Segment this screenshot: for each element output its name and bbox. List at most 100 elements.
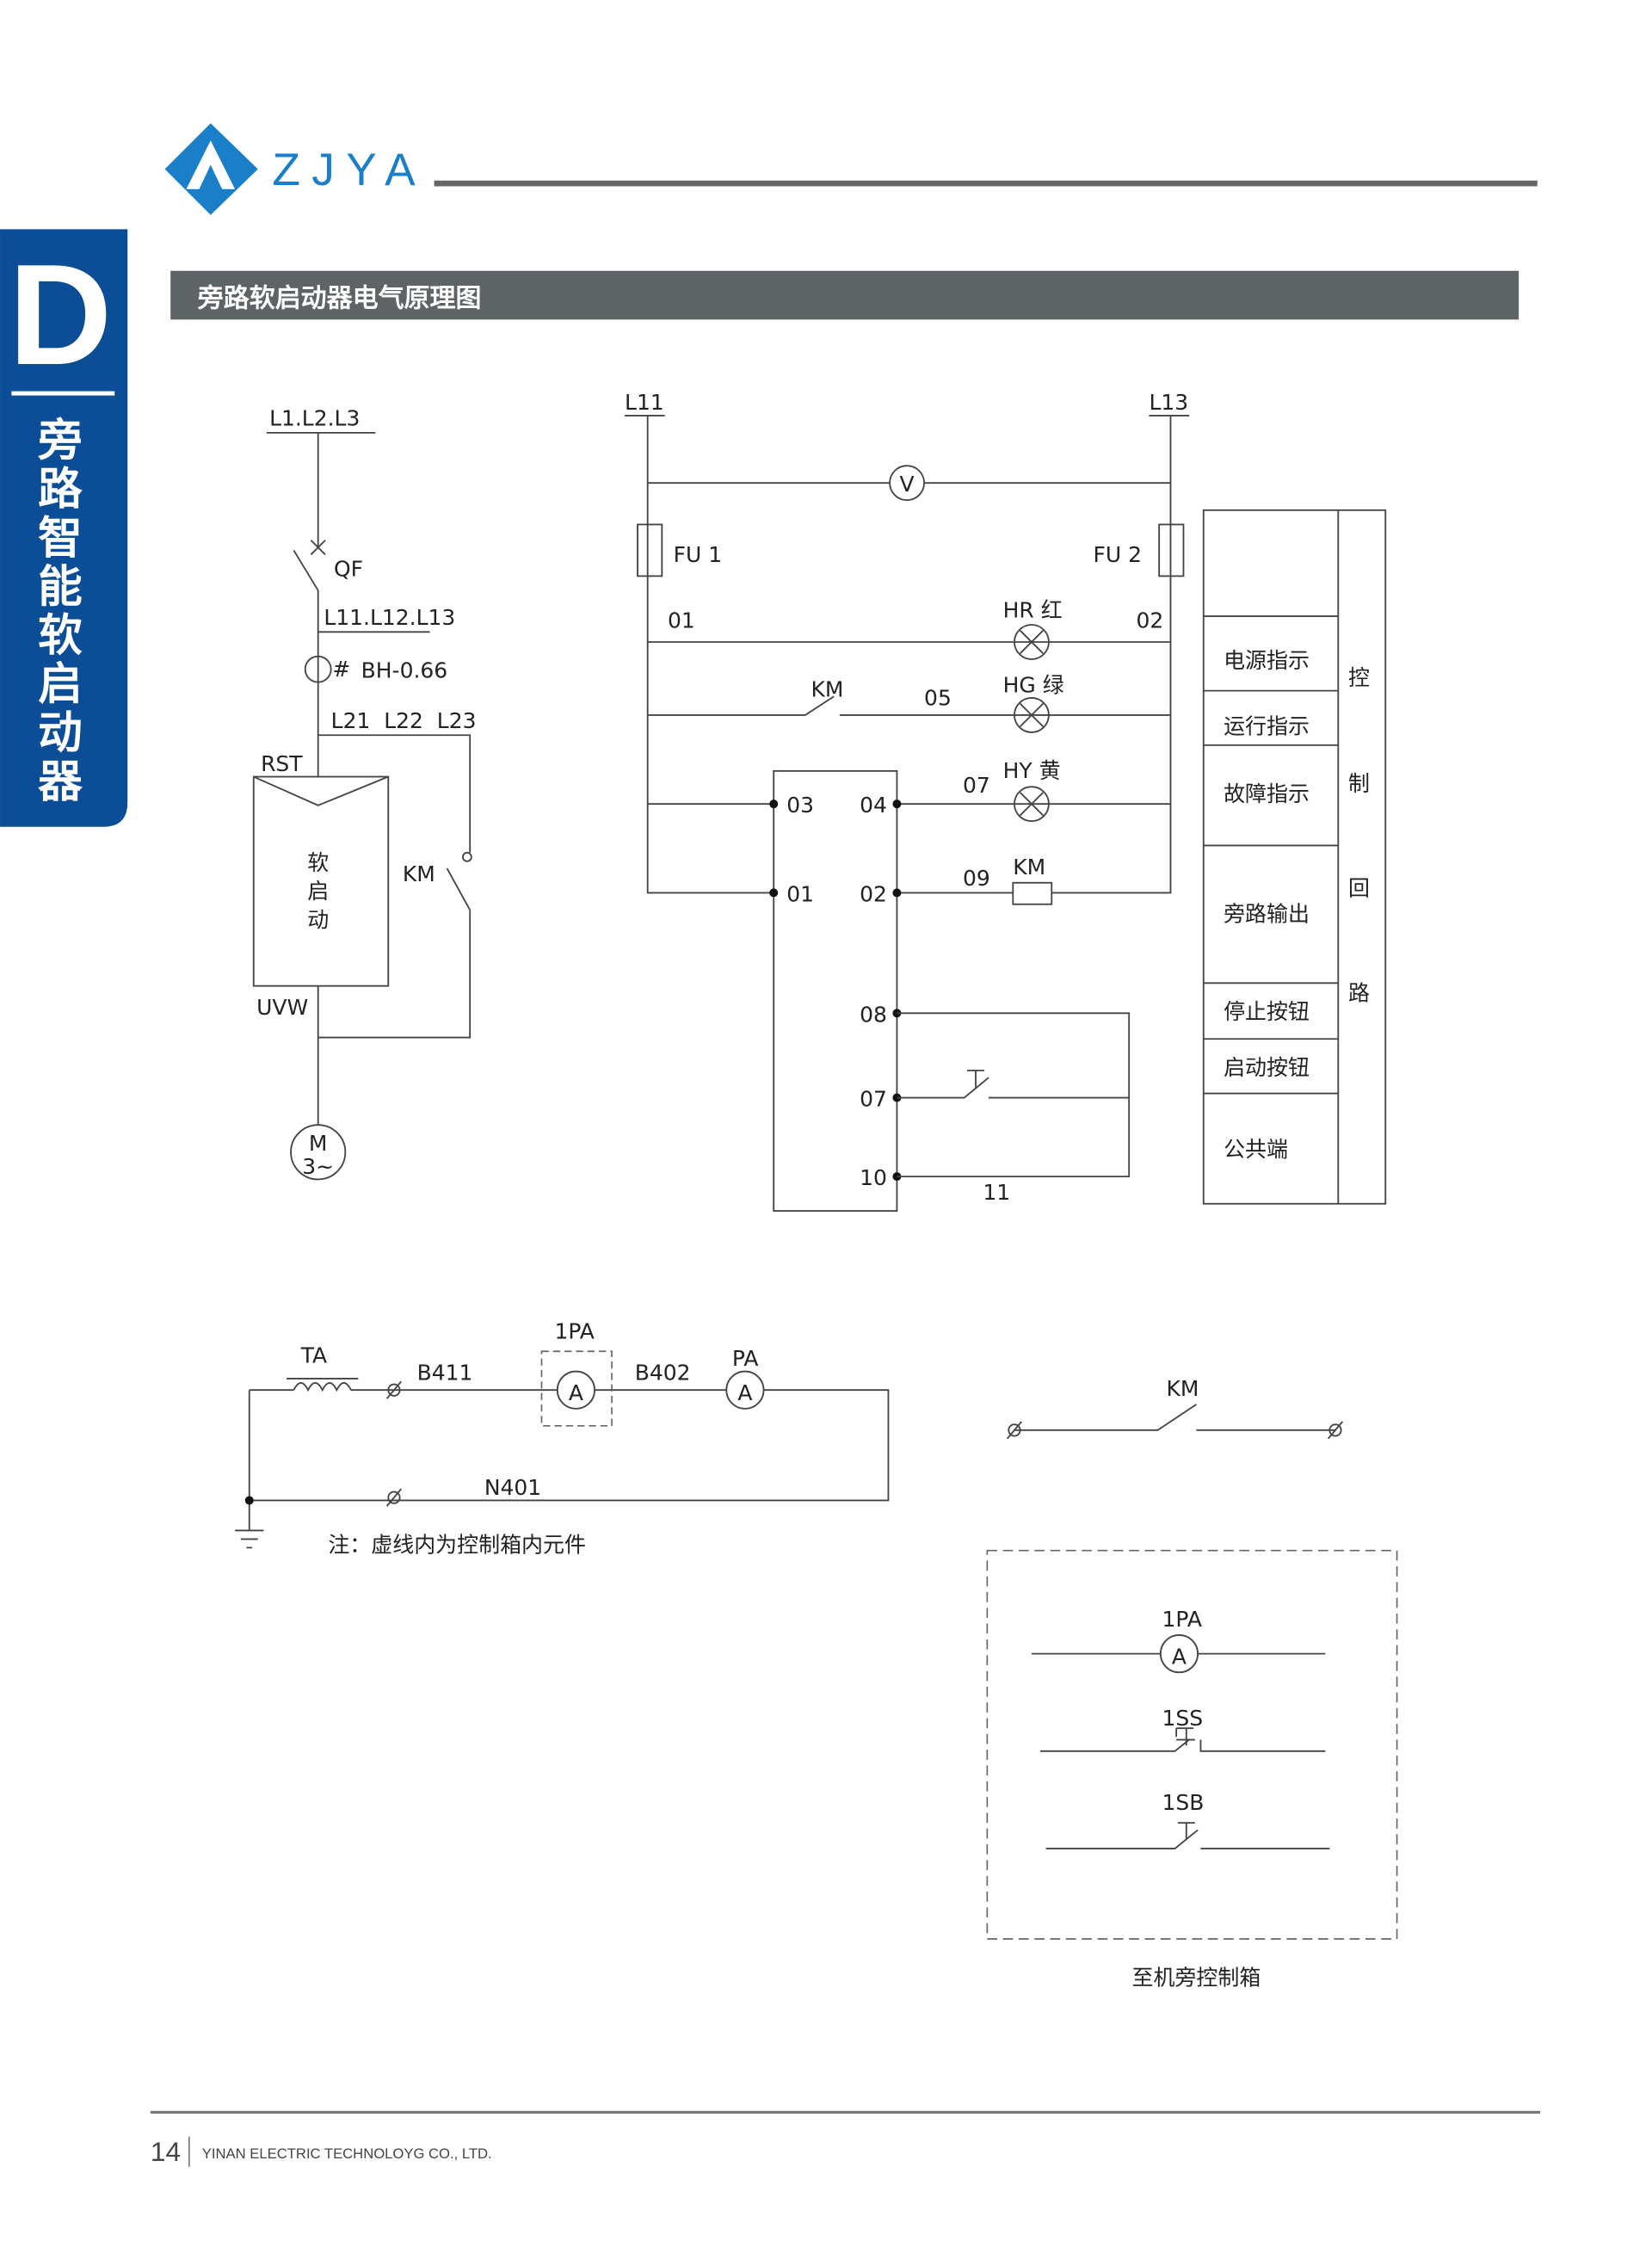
brand-name: ZJYA	[272, 145, 427, 195]
pa-label: PA	[732, 1346, 759, 1371]
side-title-char: 能	[38, 561, 83, 613]
starter-label: 启	[307, 879, 329, 904]
lamp-icon	[1014, 697, 1050, 733]
1pa-label: 1PA	[554, 1318, 594, 1343]
side-title-char: 器	[38, 756, 83, 808]
legend-row: 运行指示	[1224, 714, 1310, 739]
voltmeter-icon	[889, 465, 925, 502]
legend-side: 控	[1348, 665, 1370, 690]
side-title-char: 路	[38, 464, 83, 515]
bus-label: L11.L12.L13	[324, 605, 455, 630]
hy-label: HY 黄	[1003, 758, 1061, 783]
km-contact-label: KM	[811, 676, 844, 701]
wire-01: 01	[668, 608, 695, 633]
starter-label: 软	[307, 850, 329, 875]
output-lines-label: L21 L22 L23	[331, 708, 477, 733]
lamp-icon	[1014, 786, 1050, 823]
start-button-icon	[1045, 1822, 1330, 1849]
soft-starter-box	[252, 775, 390, 987]
fu2-label: FU 2	[1094, 542, 1142, 567]
hg-label: HG 绿	[1003, 672, 1064, 697]
km-contact: KM	[1006, 1376, 1344, 1440]
terminal-icon	[1327, 1421, 1344, 1440]
rst-label: RST	[261, 751, 303, 776]
fuse-1	[637, 523, 663, 577]
n401-label: N401	[484, 1475, 541, 1500]
legend-row: 故障指示	[1224, 781, 1310, 806]
legend-row: 公共端	[1224, 1137, 1288, 1162]
ammeter-icon	[1159, 1634, 1199, 1674]
terminal-01: 01	[786, 881, 814, 906]
side-title-char: 软	[38, 610, 83, 662]
km-coil	[1012, 881, 1053, 905]
1sb-label: 1SB	[1162, 1790, 1204, 1815]
hr-label: HR 红	[1003, 598, 1063, 623]
terminal-icon	[1006, 1421, 1023, 1440]
terminal-icon	[385, 1380, 402, 1399]
side-tab: D 旁 路 智 能 软 启 动 器	[0, 229, 128, 827]
1pa-label: 1PA	[1162, 1607, 1201, 1632]
ammeter-label: A	[569, 1380, 583, 1405]
section-title-bar	[170, 270, 1519, 320]
wire-07: 07	[963, 773, 990, 798]
terminal-04: 04	[860, 793, 887, 818]
section-title: 旁路软启动器电气原理图	[197, 283, 482, 313]
uvw-label: UVW	[256, 995, 308, 1020]
l11-label: L11	[625, 390, 664, 415]
lamp-icon	[1014, 624, 1050, 660]
terminal-08: 08	[860, 1002, 887, 1027]
ta-label: TA	[300, 1343, 327, 1368]
fuse-2	[1158, 523, 1185, 577]
meter-circuit: A A TA B411 1PA B402 PA N401 注：虚线内为控制箱内元…	[235, 1318, 890, 1557]
ct-label: BH-0.66	[361, 658, 448, 683]
current-transformer-icon	[304, 655, 332, 683]
svg-text:#: #	[332, 657, 350, 682]
voltmeter-label: V	[900, 472, 915, 497]
b402-label: B402	[635, 1361, 691, 1386]
wire-05: 05	[924, 685, 952, 710]
legend-row: 电源指示	[1224, 648, 1310, 673]
side-title-char: 智	[38, 513, 83, 565]
section-letter: D	[9, 235, 112, 395]
motor-label: M	[309, 1131, 328, 1156]
terminal-03: 03	[786, 793, 814, 818]
header-rule	[434, 180, 1538, 187]
legend-row: 旁路输出	[1224, 902, 1310, 927]
legend-row: 停止按钮	[1224, 999, 1310, 1024]
terminal-02: 02	[860, 881, 887, 906]
terminal-block	[773, 769, 898, 1212]
motor-icon	[290, 1124, 347, 1181]
terminal-07: 07	[860, 1087, 887, 1112]
wire-02: 02	[1137, 608, 1164, 633]
ammeter-label: A	[737, 1380, 752, 1405]
ammeter-icon	[556, 1370, 595, 1410]
side-title-char: 启	[38, 659, 83, 711]
supply-label: L1.L2.L3	[269, 406, 360, 431]
logo-mark	[164, 123, 258, 215]
breaker-symbol	[293, 540, 326, 591]
terminal-icon	[385, 1488, 402, 1507]
ct-coil-icon	[293, 1382, 352, 1392]
ammeter-label: A	[1172, 1644, 1187, 1669]
bypass-label: KM	[403, 861, 435, 886]
side-title-char: 动	[38, 707, 83, 759]
breaker-label: QF	[334, 556, 363, 581]
legend-side: 制	[1348, 771, 1370, 796]
terminal-10: 10	[860, 1165, 887, 1190]
stop-button-icon	[1039, 1727, 1326, 1752]
page-number: 14	[151, 2136, 181, 2167]
coil-label: KM	[1013, 855, 1045, 880]
ammeter-icon	[725, 1370, 765, 1410]
main-circuit: L1.L2.L3 QF L11.L12.L13 # BH-0.66 L21 L2…	[252, 406, 477, 1181]
control-circuit: L11 L13 V FU 1 FU 2 01 HR 红 02 KM 05 HG …	[625, 390, 1190, 1212]
motor-phase: 3~	[302, 1154, 334, 1179]
legend-table: 电源指示 运行指示 故障指示 旁路输出 停止按钮 启动按钮 公共端 控 制 回 …	[1202, 509, 1387, 1205]
fu1-label: FU 1	[674, 542, 722, 567]
wire-11: 11	[983, 1180, 1010, 1205]
footer-company: YINAN ELECTRIC TECHNOLOYG CO., LTD.	[202, 2145, 492, 2162]
side-title-char: 旁	[37, 416, 83, 467]
starter-label: 动	[307, 907, 329, 932]
logo: ZJYA	[164, 123, 427, 215]
remote-box-caption: 至机旁控制箱	[1132, 1965, 1261, 1990]
